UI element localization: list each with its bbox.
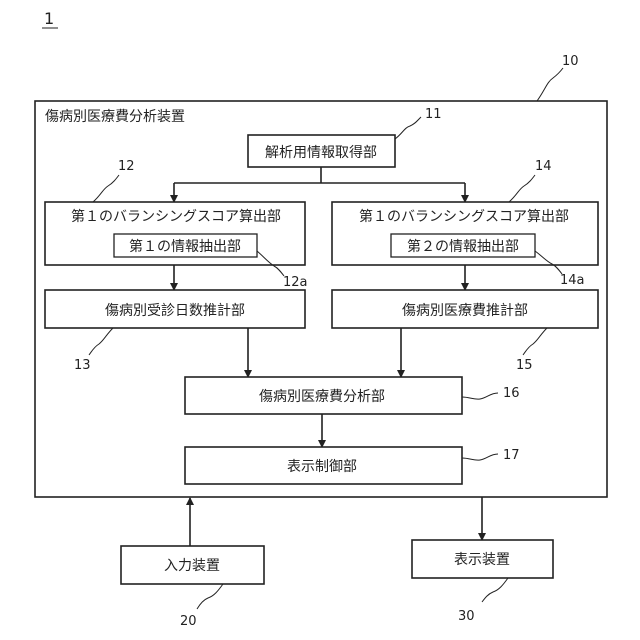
analysis-device-ref: 10 [562,54,579,69]
input-device-ref: 20 [180,614,197,629]
visit-days-estimate-label: 傷病別受診日数推計部 [105,303,245,319]
display-device-leader [482,578,508,602]
info-acquisition-label: 解析用情報取得部 [265,144,377,161]
display-control-label: 表示制御部 [287,459,357,475]
display-control-ref: 17 [503,448,520,463]
input-device-leader [197,584,223,609]
medical-cost-estimate-label: 傷病別医療費推計部 [402,302,528,319]
input-device-label: 入力装置 [164,558,220,574]
display-device-ref: 30 [458,609,475,624]
medical-cost-analysis-ref: 16 [503,386,520,401]
medical-cost-analysis-label: 傷病別医療費分析部 [259,388,385,405]
display-device-label: 表示装置 [454,552,510,568]
info-extract-right-label: 第２の情報抽出部 [407,238,519,255]
info-acquisition-ref: 11 [425,107,442,122]
balance-score-left-label: 第１のバランシングスコア算出部 [71,208,281,225]
analysis-device-label: 傷病別医療費分析装置 [45,108,185,125]
visit-days-estimate-ref: 13 [74,358,91,373]
analysis-device-leader [537,68,563,101]
info-extract-right-ref: 14a [560,273,585,288]
figure-number: 1 [44,9,54,28]
info-extract-left-ref: 12a [283,275,308,290]
info-extract-left-label: 第１の情報抽出部 [129,238,241,255]
balance-score-right-ref: 14 [535,159,552,174]
balance-score-left-ref: 12 [118,159,135,174]
medical-cost-estimate-ref: 15 [516,358,533,373]
balance-score-right-label: 第１のバランシングスコア算出部 [359,208,569,225]
